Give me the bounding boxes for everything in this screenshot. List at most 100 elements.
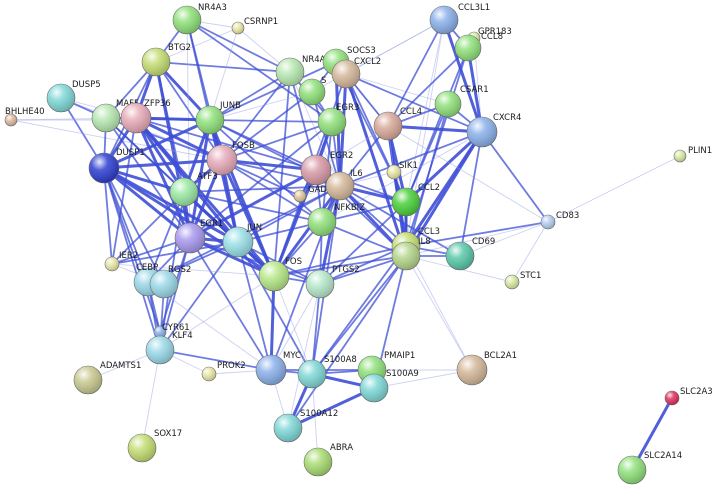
edge-zfp36-egr2 <box>135 117 317 171</box>
node-gadd45b[interactable]: GAD <box>293 185 327 203</box>
node-label: SOX17 <box>154 429 182 439</box>
edge-cd83-ccl4 <box>387 125 549 223</box>
node-zfp36[interactable]: ZFP36 <box>120 99 171 134</box>
node-label: CEBP <box>136 263 158 273</box>
node-gloss <box>326 172 354 200</box>
edge-fosb-nfkbiz <box>221 159 323 223</box>
node-ptgs2[interactable]: PTGS2 <box>305 265 360 299</box>
edge-atf3-ier2 <box>111 191 185 265</box>
node-gloss <box>304 448 332 476</box>
node-csar1[interactable]: CSAR1 <box>434 85 489 118</box>
node-il8[interactable]: IL8 <box>391 237 431 271</box>
node-label: S100A9 <box>386 369 419 379</box>
node-nfkbiz[interactable]: NFKBIZ <box>307 203 365 237</box>
node-s100a8[interactable]: S100A8 <box>297 355 357 389</box>
node-gloss <box>175 223 205 253</box>
edge-cxcr4-nfkbiz <box>321 131 483 223</box>
node-label: CXCL2 <box>354 57 381 67</box>
node-stc1[interactable]: STC1 <box>504 271 541 290</box>
edge-dusp1-fosb <box>103 158 223 170</box>
node-gloss <box>47 84 75 112</box>
edge-nfkbiz-il8 <box>321 221 407 257</box>
edge-egr1-fos <box>189 236 275 278</box>
node-ccl8[interactable]: CCL8 <box>454 32 503 62</box>
node-gloss <box>665 391 679 405</box>
node-ier2[interactable]: IER2 <box>104 251 138 272</box>
edge-cxcl2-il8 <box>344 73 408 257</box>
node-label: ADAMTS1 <box>100 361 141 371</box>
edge-jun-ier2 <box>111 241 239 265</box>
node-plin1[interactable]: PLIN1 <box>673 146 712 163</box>
node-myc[interactable]: MYC <box>255 351 301 386</box>
edge-s-fosb <box>221 91 313 161</box>
node-rgs2[interactable]: RGS2 <box>149 265 191 299</box>
node-junb[interactable]: JUNB <box>195 101 241 135</box>
node-gloss <box>223 227 253 257</box>
node-abra[interactable]: ABRA <box>303 443 353 477</box>
node-cd83[interactable]: CD83 <box>540 211 579 230</box>
edge-btg2-fosb <box>155 61 223 161</box>
node-cyr61[interactable]: CYR61 <box>153 323 190 339</box>
node-dusp1[interactable]: DUSP1 <box>88 148 145 184</box>
edge-cxcr4-cd69 <box>459 131 483 257</box>
node-ccl2[interactable]: CCL2 <box>391 183 440 217</box>
node-bhlhe40[interactable]: BHLHE40 <box>4 107 45 127</box>
node-fosb[interactable]: FOSB <box>206 141 255 176</box>
edge-klf4-sox17 <box>141 349 161 449</box>
node-nr4a3[interactable]: NR4A3 <box>172 3 227 35</box>
node-gloss <box>207 145 237 175</box>
node-fos[interactable]: FOS <box>258 257 302 292</box>
node-s100a12[interactable]: S100A12 <box>273 409 338 443</box>
edge-fosb-egr2 <box>221 158 317 172</box>
edge-il8-s100a12 <box>287 255 407 429</box>
node-nr4a2[interactable]: NR4A2 <box>275 55 331 87</box>
node-gloss <box>392 188 420 216</box>
edge-dusp1-ier2 <box>103 167 113 265</box>
node-s100a9[interactable]: S100A9 <box>359 369 419 403</box>
node-gloss <box>332 60 360 88</box>
edge-cxcr4-cd83 <box>481 131 549 223</box>
node-cxcr4[interactable]: CXCR4 <box>466 113 521 148</box>
node-sik1[interactable]: SIK1 <box>386 161 418 180</box>
node-prok2[interactable]: PROK2 <box>201 361 246 382</box>
edge-ccl3-s100a8 <box>311 245 407 375</box>
edge-egr1-ptgs2 <box>189 237 321 285</box>
edge-socs3-junb <box>209 61 337 121</box>
edge-il6-fos <box>272 185 342 277</box>
node-slc2a3[interactable]: SLC2A3 <box>664 387 713 406</box>
node-cxcl2[interactable]: CXCL2 <box>331 57 381 89</box>
edge-nr4a3-egr3 <box>186 19 333 123</box>
node-cd69[interactable]: CD69 <box>445 237 495 271</box>
edge-btg2-csrnp1 <box>155 27 239 63</box>
node-label: GAD <box>308 185 327 195</box>
node-ccl4[interactable]: CCL4 <box>373 107 422 141</box>
node-adamts1[interactable]: ADAMTS1 <box>73 361 141 395</box>
node-il6[interactable]: IL6 <box>325 169 363 201</box>
node-label: IL6 <box>350 169 363 179</box>
node-csrnp1[interactable]: CSRNP1 <box>231 17 278 35</box>
edge-maff-egr1 <box>105 117 191 239</box>
node-egr1[interactable]: EGR1 <box>174 219 223 254</box>
node-slc2a14[interactable]: SLC2A14 <box>617 451 682 485</box>
node-dusp5[interactable]: DUSP5 <box>46 80 101 113</box>
node-ccl3l1[interactable]: CCL3L1 <box>429 3 490 35</box>
node-label: JUNB <box>219 101 241 111</box>
node-egr3[interactable]: EGR3 <box>317 103 359 137</box>
node-klf4[interactable]: KLF4 <box>145 331 193 365</box>
node-gloss <box>259 261 289 291</box>
node-label: CD69 <box>472 237 495 247</box>
node-bcl2a1[interactable]: BCL2A1 <box>456 351 517 386</box>
edge-ccl2-nfkbiz <box>321 201 407 223</box>
node-atf3[interactable]: ATF3 <box>169 172 218 207</box>
node-s[interactable]: S <box>298 76 326 106</box>
node-maff[interactable]: MAFF <box>91 99 139 133</box>
node-label: SLC2A14 <box>644 451 682 461</box>
node-btg2[interactable]: BTG2 <box>141 43 191 77</box>
node-gloss <box>142 48 170 76</box>
edge-ccl3l1-cxcr4 <box>442 19 484 133</box>
node-egr2[interactable]: EGR2 <box>300 151 353 186</box>
edge-il6-cd69 <box>339 185 461 257</box>
node-jun[interactable]: JUN <box>222 223 262 258</box>
node-sox17[interactable]: SOX17 <box>127 429 182 463</box>
